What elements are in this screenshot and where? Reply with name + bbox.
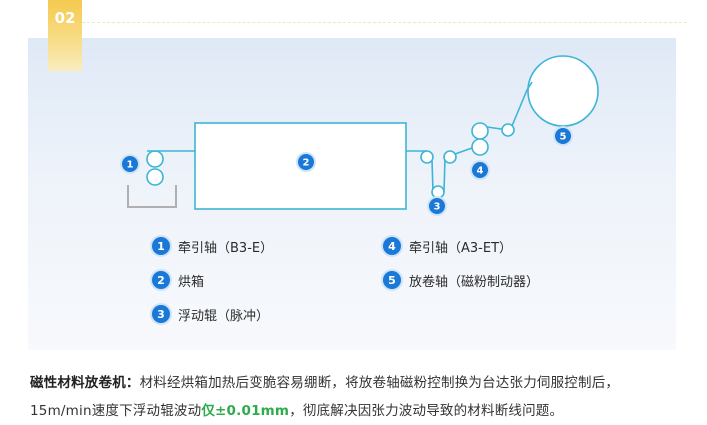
traction-roller-4-bottom bbox=[471, 138, 489, 156]
legend-item-oven: 2 烘箱 bbox=[152, 270, 204, 290]
legend-number: 4 bbox=[383, 237, 401, 255]
caption-highlight: 仅±0.01mm bbox=[201, 403, 290, 419]
traction-roller-1-bottom bbox=[146, 168, 164, 186]
unwind-roll bbox=[527, 55, 599, 127]
marker-number: 5 bbox=[560, 132, 567, 143]
legend-item-float-roller: 3 浮动辊（脉冲） bbox=[152, 304, 269, 324]
web-line bbox=[443, 157, 446, 193]
legend-label: 放卷轴（磁粉制动器） bbox=[409, 274, 540, 290]
marker-number: 2 bbox=[303, 158, 310, 169]
legend-label: 浮动辊（脉冲） bbox=[178, 308, 270, 324]
guide-roller bbox=[420, 150, 434, 164]
legend-item-unwind-shaft: 5 放卷轴（磁粉制动器） bbox=[383, 270, 539, 290]
web-line bbox=[431, 159, 434, 193]
legend-item-traction-b3e: 1 牵引轴（B3-E） bbox=[152, 236, 273, 256]
guide-roller bbox=[501, 123, 515, 137]
marker-number: 3 bbox=[434, 202, 441, 213]
legend-number: 5 bbox=[383, 271, 401, 289]
marker-circle bbox=[555, 128, 571, 144]
caption-text: 磁性材料放卷机：材料经烘箱加热后变脆容易绷断，将放卷轴磁粉控制换为台达张力伺服控… bbox=[30, 369, 680, 425]
legend-label: 牵引轴（A3-ET） bbox=[409, 240, 513, 256]
marker-circle bbox=[429, 198, 445, 214]
caption-title: 磁性材料放卷机： bbox=[30, 375, 140, 391]
marker-circle bbox=[472, 162, 488, 178]
marker-number: 1 bbox=[127, 160, 134, 171]
marker-number: 4 bbox=[477, 166, 484, 177]
legend-number: 3 bbox=[152, 305, 170, 323]
header-divider bbox=[82, 22, 687, 23]
web-line bbox=[511, 89, 528, 127]
section-number: 02 bbox=[54, 9, 76, 27]
legend-label: 烘箱 bbox=[178, 274, 205, 290]
section-badge: 02 bbox=[48, 0, 82, 71]
traction-roller-1-top bbox=[146, 150, 164, 168]
material-tray bbox=[127, 185, 177, 208]
guide-roller bbox=[443, 150, 457, 164]
marker-circle bbox=[122, 156, 138, 172]
web-line bbox=[454, 147, 473, 155]
legend-number: 1 bbox=[152, 237, 170, 255]
legend-item-traction-a3et: 4 牵引轴（A3-ET） bbox=[383, 236, 512, 256]
legend-number: 2 bbox=[152, 271, 170, 289]
oven-box bbox=[194, 122, 407, 210]
legend-label: 牵引轴（B3-E） bbox=[178, 240, 274, 256]
caption-body-2: ，彻底解决因张力波动导致的材料断线问题。 bbox=[289, 403, 564, 419]
caption-body-1: 材料经烘箱加热后变脆容易绷断，将放卷轴磁粉控制换为台达张力伺服控制后，15m/m… bbox=[30, 375, 620, 419]
marker-circle bbox=[298, 154, 314, 170]
traction-roller-4-top bbox=[471, 122, 489, 140]
web-line bbox=[526, 81, 533, 91]
